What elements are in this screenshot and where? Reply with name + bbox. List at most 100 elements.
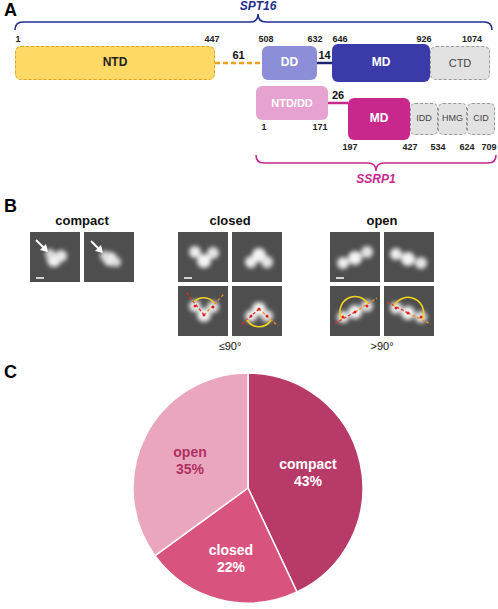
density-blob: [337, 257, 349, 269]
panel-letter: B: [4, 196, 17, 217]
micrograph-bg: [384, 232, 434, 282]
angle-arc: [247, 320, 271, 327]
linker-length: 26: [332, 89, 344, 101]
domain-box: CTD: [430, 46, 490, 80]
center-dot: [258, 308, 261, 311]
slice-label: compact: [279, 456, 337, 472]
density-blob: [401, 252, 415, 266]
density-blob: [348, 251, 362, 265]
domain-box: HMG: [438, 103, 467, 135]
residue-number: 926: [416, 34, 431, 44]
micrograph: [384, 232, 434, 282]
linker-line: [328, 102, 348, 105]
residue-number: 508: [258, 34, 273, 44]
micrograph-bg: [232, 232, 282, 282]
domain-box: NTD/DD: [256, 86, 328, 120]
center-dot: [354, 311, 357, 314]
micrograph: [330, 232, 380, 282]
micrograph-bg: [384, 286, 434, 336]
domain-name: NTD/DD: [271, 97, 313, 109]
pie-slice: [133, 373, 248, 556]
slice-percent: 22%: [217, 559, 245, 575]
micrograph: [232, 232, 282, 282]
panel-letter: C: [4, 362, 17, 383]
class-name: closed: [209, 214, 250, 229]
micrograph: [384, 286, 434, 336]
density-blob: [337, 311, 349, 323]
center-dot: [194, 305, 197, 308]
linker-length: 14: [318, 49, 330, 61]
pointer-arrow: [91, 241, 99, 249]
center-dot: [420, 316, 423, 319]
protein-name: SPT16: [240, 0, 277, 14]
residue-number: 624: [459, 142, 474, 152]
micrograph: [232, 286, 282, 336]
domain-name: CID: [473, 114, 489, 124]
angle-line: [334, 312, 355, 324]
domain-name: IDD: [416, 114, 432, 124]
micrograph-bg: [178, 286, 228, 336]
domain-name: NTD: [103, 56, 128, 69]
slice-percent: 35%: [176, 461, 204, 477]
center-dot: [212, 306, 215, 309]
micrograph-bg: [330, 232, 380, 282]
protein-name: SSRP1: [356, 173, 395, 187]
micrograph-bg: [178, 232, 228, 282]
residue-number: 447: [204, 34, 219, 44]
scale-bar: [36, 277, 44, 279]
density-blob: [361, 246, 373, 258]
density-blob: [390, 248, 402, 260]
residue-number: 171: [312, 122, 327, 132]
angle-arc: [340, 296, 368, 319]
domain-name: MD: [372, 56, 391, 69]
micrograph-bg: [30, 232, 80, 282]
slice-percent: 43%: [294, 473, 322, 489]
linker-line: [215, 62, 262, 65]
linker-length: 61: [232, 49, 244, 61]
brace: [15, 14, 492, 30]
density-blob: [415, 257, 427, 269]
density-blob: [111, 257, 121, 267]
domain-box: NTD: [15, 46, 215, 80]
center-dot: [407, 312, 410, 315]
micrograph: [178, 232, 228, 282]
center-dot: [266, 315, 269, 318]
density-blob: [415, 311, 427, 323]
domain-name: DD: [281, 56, 298, 69]
residue-number: 427: [402, 142, 417, 152]
micrograph-bg: [84, 232, 134, 282]
center-dot: [366, 305, 369, 308]
scale-bar: [336, 277, 344, 279]
class-name: open: [366, 214, 397, 229]
density-blob: [207, 247, 219, 259]
micrograph: [30, 232, 80, 282]
angle-line: [186, 292, 204, 315]
domain-name: MD: [370, 112, 389, 125]
pointer-arrow: [40, 244, 48, 252]
residue-number: 646: [332, 34, 347, 44]
center-dot: [250, 315, 253, 318]
brace: [256, 155, 496, 171]
linker-line: [317, 62, 332, 65]
pointer-arrow: [95, 245, 103, 253]
residue-number: 197: [342, 142, 357, 152]
center-dot: [203, 314, 206, 317]
residue-number: 709: [481, 142, 496, 152]
density-blob: [261, 256, 273, 268]
residue-number: 1074: [462, 34, 482, 44]
density-blob: [348, 305, 362, 319]
angle-arc: [194, 298, 214, 303]
angle-line: [204, 294, 224, 315]
micrograph: [330, 286, 380, 336]
micrograph-bg: [330, 286, 380, 336]
slice-label: open: [173, 444, 206, 460]
angle-arc: [394, 297, 424, 320]
residue-number: 632: [307, 34, 322, 44]
center-dot: [342, 316, 345, 319]
domain-box: MD: [348, 98, 410, 140]
micrograph: [178, 286, 228, 336]
density-blob: [55, 250, 67, 262]
domain-name: HMG: [442, 114, 463, 124]
